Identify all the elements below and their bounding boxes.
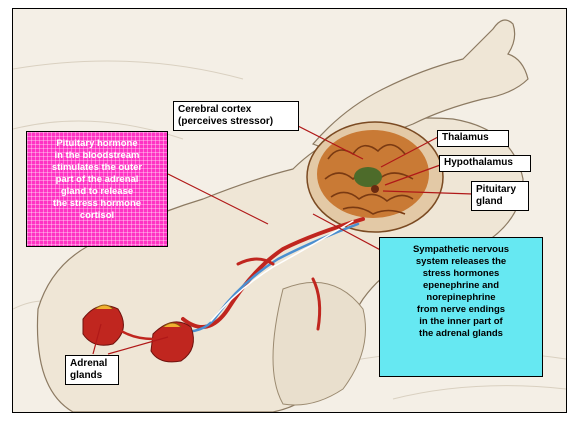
diagram-frame: Cerebral cortex (perceives stressor) Tha…: [12, 8, 567, 413]
cerebral-cortex-label: Cerebral cortex (perceives stressor): [173, 101, 299, 131]
thalamus-label: Thalamus: [437, 130, 509, 147]
sympathetic-line-3: stress hormones: [384, 268, 538, 280]
pituitary-hormone-line-5: gland to release: [31, 186, 163, 198]
sympathetic-line-5: norepinephrine: [384, 292, 538, 304]
pituitary-hormone-line-2: in the bloodstream: [31, 150, 163, 162]
pituitary-hormone-line-3: stimulates the outer: [31, 162, 163, 174]
pituitary-hormone-line-4: part of the adrenal: [31, 174, 163, 186]
adrenal-glands-label: Adrenal glands: [65, 355, 119, 385]
sympathetic-line-2: system releases the: [384, 256, 538, 268]
pituitary-hormone-box: Pituitary hormone in the bloodstream sti…: [26, 131, 168, 247]
thalamus-text: Thalamus: [442, 132, 489, 143]
sympathetic-line-8: the adrenal glands: [384, 328, 538, 340]
adrenal-line-1: Adrenal: [70, 358, 114, 370]
brain-group: [307, 122, 443, 232]
sympathetic-line-6: from nerve endings: [384, 304, 538, 316]
sympathetic-nervous-box: Sympathetic nervous system releases the …: [379, 237, 543, 377]
pituitary-line-1: Pituitary: [476, 184, 524, 196]
cerebral-cortex-line-2: (perceives stressor): [178, 116, 294, 128]
cerebral-cortex-line-1: Cerebral cortex: [178, 104, 294, 116]
pituitary-hormone-line-1: Pituitary hormone: [31, 138, 163, 150]
sympathetic-line-1: Sympathetic nervous: [384, 244, 538, 256]
sympathetic-line-7: in the inner part of: [384, 316, 538, 328]
sympathetic-line-4: epenephrine and: [384, 280, 538, 292]
pituitary-line-2: gland: [476, 196, 524, 208]
hypothalamus-text: Hypothalamus: [444, 157, 513, 168]
pituitary-hormone-line-6: the stress hormone: [31, 198, 163, 210]
pituitary-gland-label: Pituitary gland: [471, 181, 529, 211]
pituitary-hormone-line-7: cortisol: [31, 210, 163, 222]
adrenal-line-2: glands: [70, 370, 114, 382]
hypothalamus-label: Hypothalamus: [439, 155, 531, 172]
